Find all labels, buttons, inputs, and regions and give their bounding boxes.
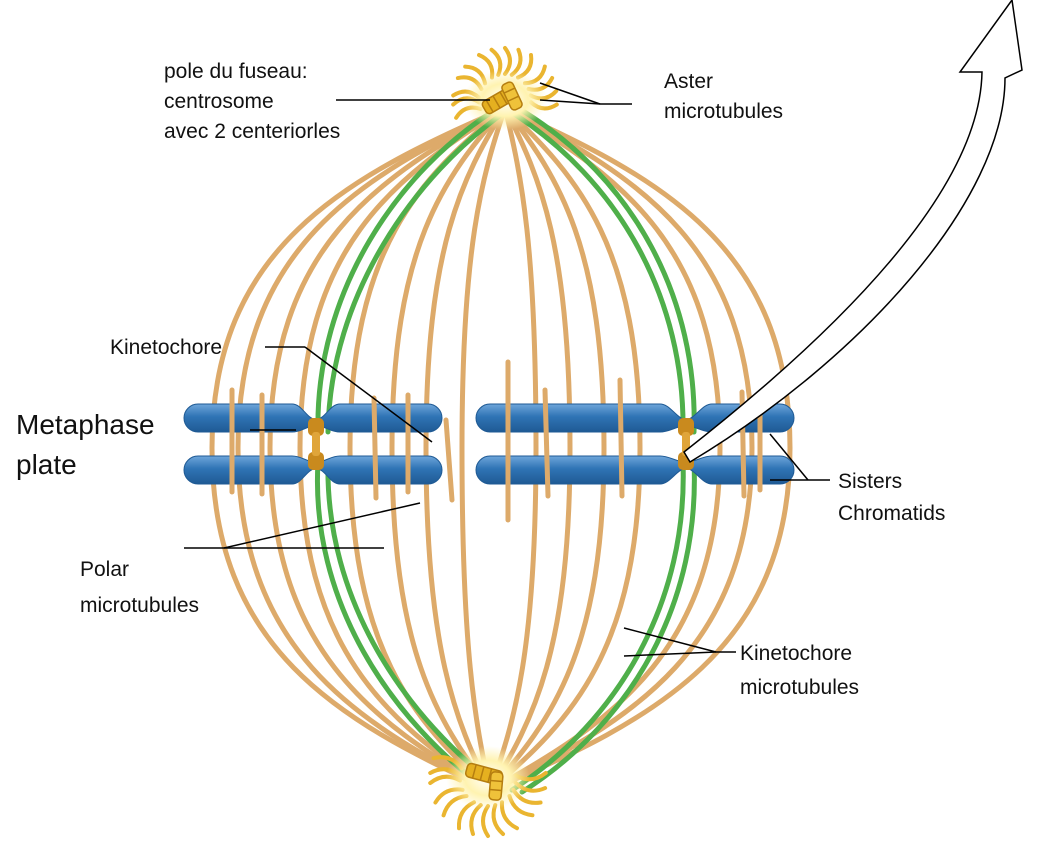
- label-kmt-line1: Kinetochore: [740, 642, 852, 665]
- polar-microtubule: [490, 108, 570, 790]
- label-pole-line2: centrosome: [164, 90, 274, 113]
- label-pole-line3: avec 2 centeriorles: [164, 120, 340, 143]
- label-pole-line1: pole du fuseau:: [164, 60, 308, 83]
- kinetochore-right: [678, 418, 694, 470]
- kinetochore-left: [308, 418, 324, 470]
- aster-ray: [471, 805, 480, 834]
- chromosome-left: [184, 404, 442, 484]
- label-aster-line2: microtubules: [664, 100, 783, 123]
- label-sisters-line1: Sisters: [838, 470, 902, 493]
- label-sisters-line2: Chromatids: [838, 502, 945, 525]
- curved-arrow: [684, 0, 1022, 462]
- label-kmt-line2: microtubules: [740, 676, 859, 699]
- polar-microtubule: [462, 108, 505, 790]
- label-aster-line1: Aster: [664, 70, 713, 93]
- label-metaphase-line2: plate: [16, 449, 77, 480]
- polar-microtubule: [426, 108, 505, 790]
- label-kinetochore: Kinetochore: [110, 336, 222, 359]
- sister-chromatid-right-bottom: [476, 456, 794, 484]
- polar-microtubule: [490, 108, 536, 790]
- aster-ray: [483, 806, 488, 836]
- label-polar-line2: microtubules: [80, 594, 199, 617]
- label-metaphase-line1: Metaphase: [16, 409, 155, 440]
- label-polar-line1: Polar: [80, 558, 129, 581]
